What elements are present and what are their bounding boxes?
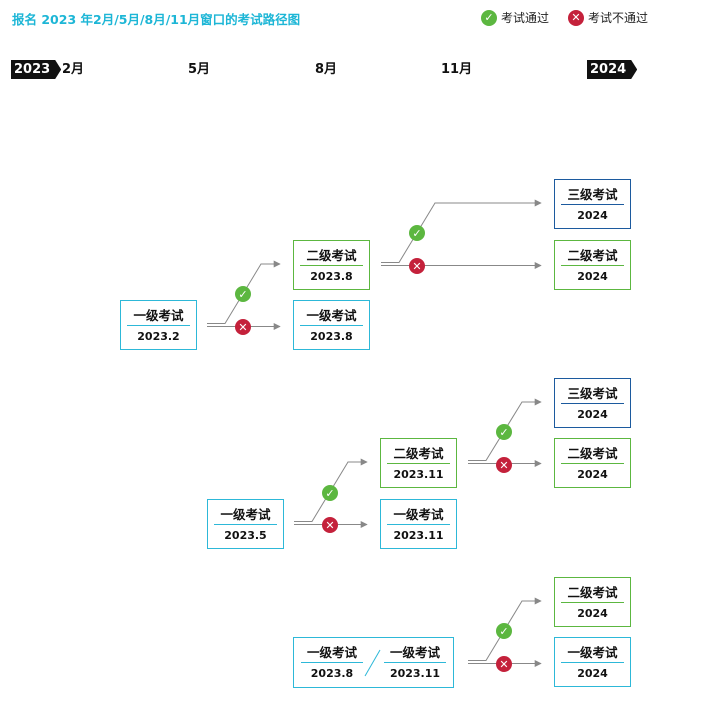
box-title: 一级考试 bbox=[306, 308, 357, 323]
path3-pass-box: 二级考试 2024 bbox=[554, 577, 631, 627]
box-date: 2023.8 bbox=[301, 662, 363, 681]
box-title: 二级考试 bbox=[567, 585, 618, 600]
box-date: 2024 bbox=[561, 204, 624, 223]
box-title: 一级考试 bbox=[133, 308, 184, 323]
box-date: 2024 bbox=[561, 662, 624, 681]
box-date: 2024 bbox=[561, 463, 624, 482]
check-icon: ✓ bbox=[322, 485, 338, 501]
legend-pass: ✓ 考试通过 bbox=[481, 9, 549, 26]
box-date: 2024 bbox=[561, 403, 624, 422]
path3-fail-box: 一级考试 2024 bbox=[554, 637, 631, 687]
cross-icon: ✕ bbox=[496, 457, 512, 473]
box-title: 二级考试 bbox=[306, 248, 357, 263]
check-icon: ✓ bbox=[496, 623, 512, 639]
check-icon: ✓ bbox=[496, 424, 512, 440]
box-title: 一级考试 bbox=[306, 645, 357, 660]
box-date: 2023.8 bbox=[300, 325, 363, 344]
box-date: 2024 bbox=[561, 602, 624, 621]
path1-branch-2 bbox=[381, 199, 542, 269]
path2-pass-fail-box: 二级考试 2024 bbox=[554, 438, 631, 488]
check-icon: ✓ bbox=[409, 225, 425, 241]
path3-start-b: 一级考试 2023.11 bbox=[380, 638, 450, 681]
box-date: 2023.11 bbox=[387, 463, 450, 482]
box-title: 一级考试 bbox=[389, 645, 440, 660]
path1-fail-box: 一级考试 2023.8 bbox=[293, 300, 370, 350]
month-label-may: 5月 bbox=[188, 62, 211, 77]
cross-icon: ✕ bbox=[409, 258, 425, 274]
path3-start-a: 一级考试 2023.8 bbox=[297, 638, 367, 681]
path2-start-box: 一级考试 2023.5 bbox=[207, 499, 284, 549]
path1-start-box: 一级考试 2023.2 bbox=[120, 300, 197, 350]
box-title: 一级考试 bbox=[393, 507, 444, 522]
path1-pass-fail-box: 二级考试 2024 bbox=[554, 240, 631, 290]
month-label-aug: 8月 bbox=[315, 62, 338, 77]
path2-pass-pass-box: 三级考试 2024 bbox=[554, 378, 631, 428]
box-title: 二级考试 bbox=[567, 248, 618, 263]
box-title: 三级考试 bbox=[567, 187, 618, 202]
path2-pass-box: 二级考试 2023.11 bbox=[380, 438, 457, 488]
check-icon: ✓ bbox=[235, 286, 251, 302]
box-title: 二级考试 bbox=[393, 446, 444, 461]
page-title: 报名 2023 年2月/5月/8月/11月窗口的考试路径图 bbox=[12, 12, 301, 27]
box-title: 一级考试 bbox=[220, 507, 271, 522]
box-title: 一级考试 bbox=[567, 645, 618, 660]
cross-icon: ✕ bbox=[568, 9, 584, 26]
cross-icon: ✕ bbox=[496, 656, 512, 672]
check-icon: ✓ bbox=[481, 9, 497, 26]
month-label-nov: 11月 bbox=[441, 62, 473, 77]
box-date: 2023.2 bbox=[127, 325, 190, 344]
box-title: 三级考试 bbox=[567, 386, 618, 401]
path1-pass-pass-box: 三级考试 2024 bbox=[554, 179, 631, 229]
cross-icon: ✕ bbox=[322, 517, 338, 533]
box-date: 2023.11 bbox=[387, 524, 450, 543]
pass-branch-line bbox=[381, 199, 542, 263]
path3-start-box: 一级考试 2023.8 一级考试 2023.11 bbox=[293, 637, 454, 688]
legend-pass-label: 考试通过 bbox=[501, 11, 550, 25]
path2-fail-box: 一级考试 2023.11 bbox=[380, 499, 457, 549]
year-tag-start: 2023 bbox=[11, 60, 61, 79]
legend-fail-label: 考试不通过 bbox=[588, 11, 649, 25]
year-tag-end: 2024 bbox=[587, 60, 637, 79]
path1-pass-box: 二级考试 2023.8 bbox=[293, 240, 370, 290]
legend-fail: ✕ 考试不通过 bbox=[568, 9, 648, 26]
box-title: 二级考试 bbox=[567, 446, 618, 461]
month-label-feb: 2月 bbox=[62, 62, 85, 77]
box-date: 2024 bbox=[561, 265, 624, 284]
cross-icon: ✕ bbox=[235, 319, 251, 335]
box-date: 2023.8 bbox=[300, 265, 363, 284]
box-date: 2023.5 bbox=[214, 524, 277, 543]
box-date: 2023.11 bbox=[384, 662, 446, 681]
